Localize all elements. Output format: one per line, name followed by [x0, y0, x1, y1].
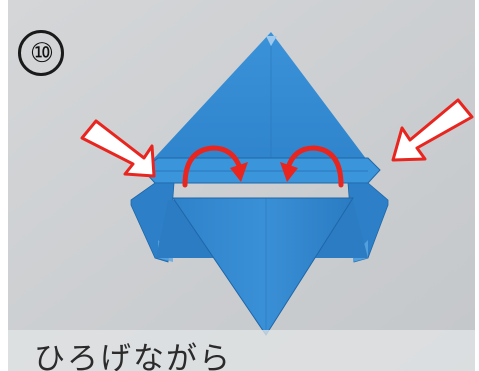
bottom-flap [172, 197, 354, 336]
background [8, 0, 475, 371]
upper-flap [145, 32, 373, 168]
step-number-badge: ⑩ [18, 30, 64, 76]
origami-photo [8, 0, 475, 371]
curved-arrow-right-icon [182, 145, 243, 188]
arrow-down-left-icon [391, 98, 474, 162]
step-number: ⑩ [29, 37, 54, 69]
caption-bar [8, 330, 475, 371]
tip-fold [266, 36, 277, 46]
curved-arrow-left-icon [285, 145, 344, 188]
arrow-down-right-icon [80, 119, 156, 178]
caption-text: ひろげながら [34, 341, 232, 371]
